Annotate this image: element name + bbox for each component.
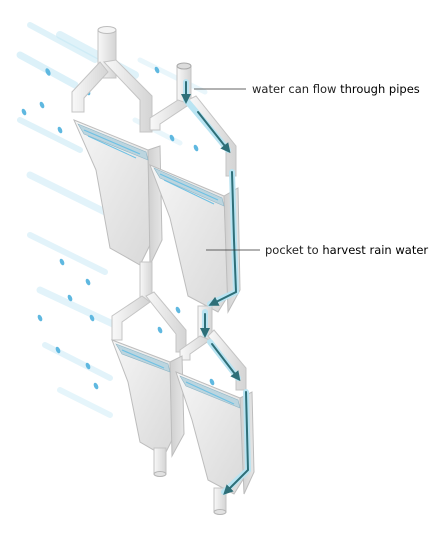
pocket-upper-left — [73, 119, 163, 266]
label-pipes-plain: water can flow — [252, 82, 341, 96]
pocket-lower-left — [111, 339, 185, 458]
label-pipes-emphasis: through pipes — [340, 82, 420, 96]
label-pipes: water can flow through pipes — [252, 82, 420, 96]
pocket-upper-right — [149, 164, 241, 314]
rain-drops — [21, 66, 218, 404]
label-pocket-plain: pocket to — [265, 243, 323, 257]
label-leaders — [194, 88, 260, 251]
water-flow-path — [181, 79, 252, 495]
label-pocket-emphasis: harvest rain water — [322, 243, 429, 257]
top-pipe-network — [71, 26, 237, 177]
label-pocket: pocket to harvest rain water — [265, 243, 428, 257]
